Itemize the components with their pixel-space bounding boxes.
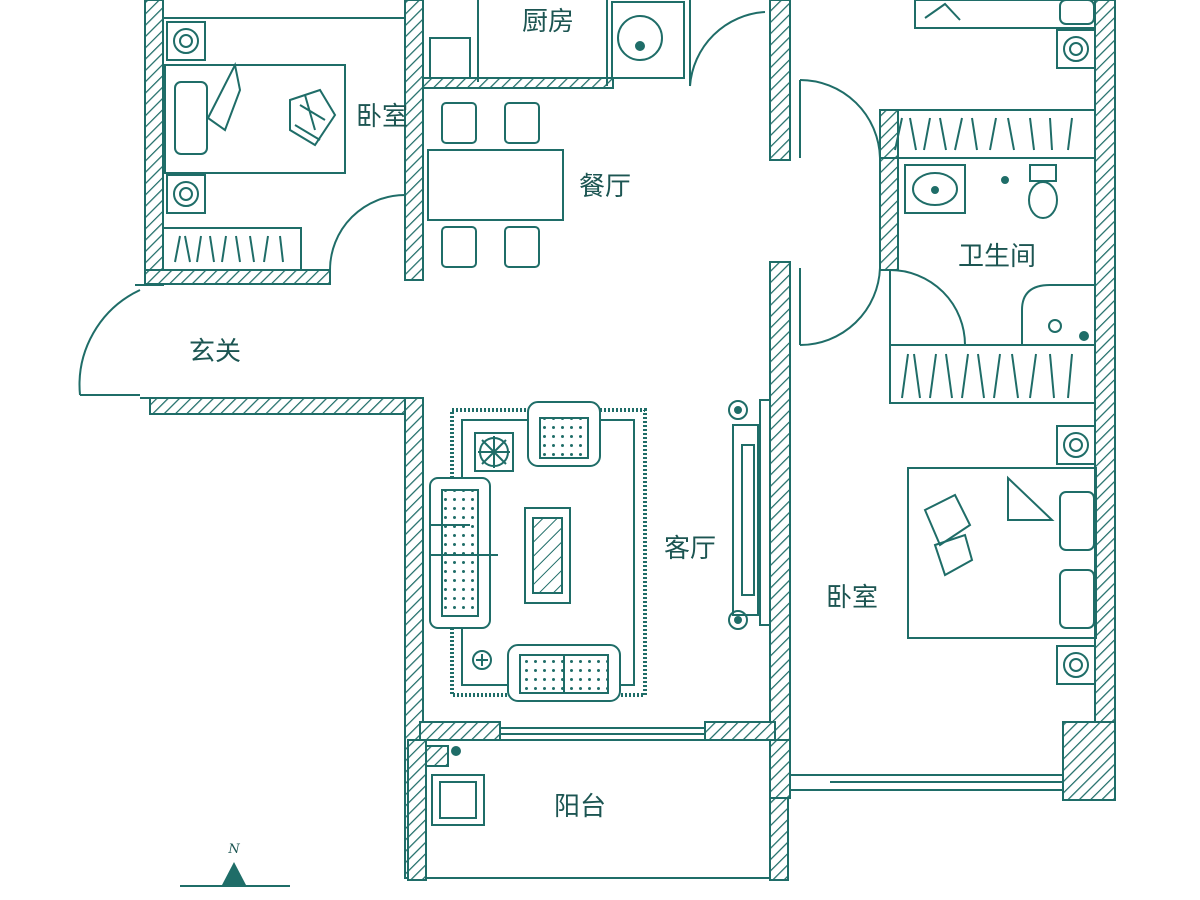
walls xyxy=(144,0,1116,881)
room-labels: 厨房 卧室 餐厅 卫生间 玄关 客厅 卧室 阳台 xyxy=(189,7,1036,822)
room-outlines xyxy=(135,0,1096,879)
shower-icon xyxy=(1021,284,1095,345)
room-label-bedroom-right: 卧室 xyxy=(826,583,878,613)
plant-icon xyxy=(474,432,514,472)
armchair-icon xyxy=(507,401,621,702)
sink-icon xyxy=(429,1,685,79)
tv-cabinet-icon xyxy=(728,399,771,630)
doors xyxy=(78,11,966,396)
room-label-bathroom: 卫生间 xyxy=(958,242,1036,272)
bed-icon xyxy=(164,61,346,174)
floor-lamp-icon xyxy=(472,650,492,670)
room-label-living: 客厅 xyxy=(664,534,716,564)
bath-sink-icon xyxy=(904,164,966,214)
nightstand-icon xyxy=(166,21,206,214)
dining-table-icon xyxy=(427,102,564,268)
room-label-balcony: 阳台 xyxy=(554,792,606,822)
bed-icon xyxy=(907,467,1097,639)
room-label-entrance: 玄关 xyxy=(189,337,241,367)
room-label-bedroom-top-left: 卧室 xyxy=(356,102,408,132)
coffee-table-icon xyxy=(524,507,571,604)
north-label: N xyxy=(227,842,240,857)
north-arrow-icon: N xyxy=(180,842,290,887)
washing-machine-icon xyxy=(425,745,485,826)
bed-top-right-icon xyxy=(914,0,1096,29)
room-label-kitchen: 厨房 xyxy=(522,7,574,37)
room-label-dining: 餐厅 xyxy=(579,172,631,202)
sofa-icon xyxy=(429,477,498,629)
wardrobe-icon xyxy=(162,109,1096,404)
toilet-icon xyxy=(1001,164,1058,219)
nightstand-icon xyxy=(1056,29,1096,685)
